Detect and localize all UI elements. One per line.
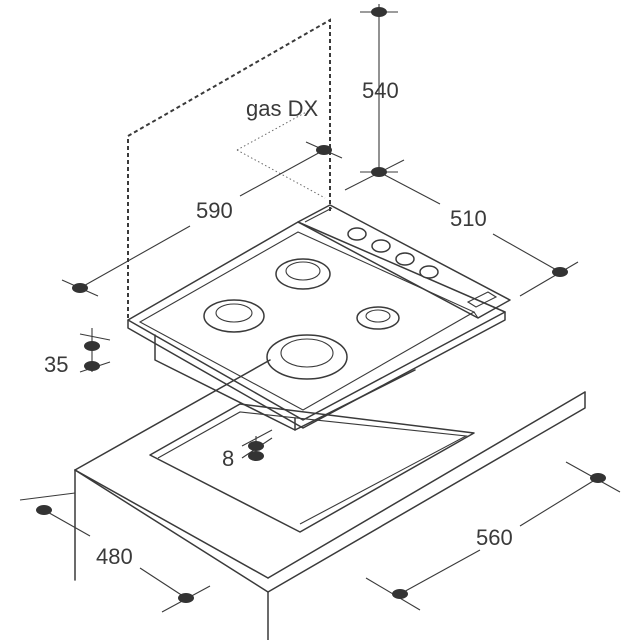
label-cutout-depth: 480 [96,544,133,569]
clearance-volume [127,18,331,318]
ignition-badge [466,291,498,308]
burners [203,258,400,380]
label-hob-width: 590 [196,198,233,223]
label-cutout-width: 560 [476,525,513,550]
dimension-labels: gas DX 540 590 510 35 8 480 560 [44,78,513,569]
label-gas: gas DX [246,96,318,121]
cutout-opening [149,403,475,533]
control-knobs [347,227,439,279]
label-height: 540 [362,78,399,103]
hob [127,204,511,431]
countertop [74,359,586,640]
label-clearance: 8 [222,446,234,471]
dimension-markers [36,7,606,603]
label-hob-thickness: 35 [44,352,68,377]
label-hob-depth: 510 [450,206,487,231]
